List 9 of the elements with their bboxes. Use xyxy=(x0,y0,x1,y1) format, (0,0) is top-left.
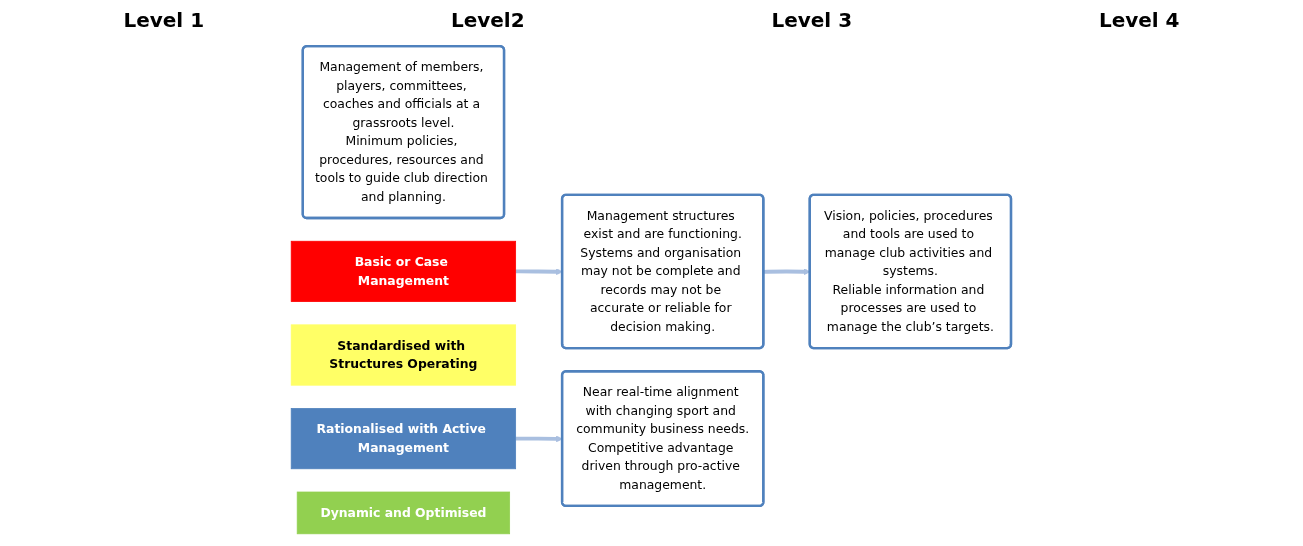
level-heading: Level 3 xyxy=(771,8,853,32)
level-heading: Level 4 xyxy=(1098,8,1180,32)
node-box: Basic or Case Management xyxy=(291,240,517,302)
node-box: Rationalised with Active Management xyxy=(291,408,517,470)
arrow xyxy=(764,268,811,276)
level-heading: Level2 xyxy=(450,8,525,32)
node-box: Standardised with Structures Operating xyxy=(291,324,517,386)
level-heading: Level 1 xyxy=(123,8,205,32)
node-box: Dynamic and Optimised xyxy=(297,491,511,535)
